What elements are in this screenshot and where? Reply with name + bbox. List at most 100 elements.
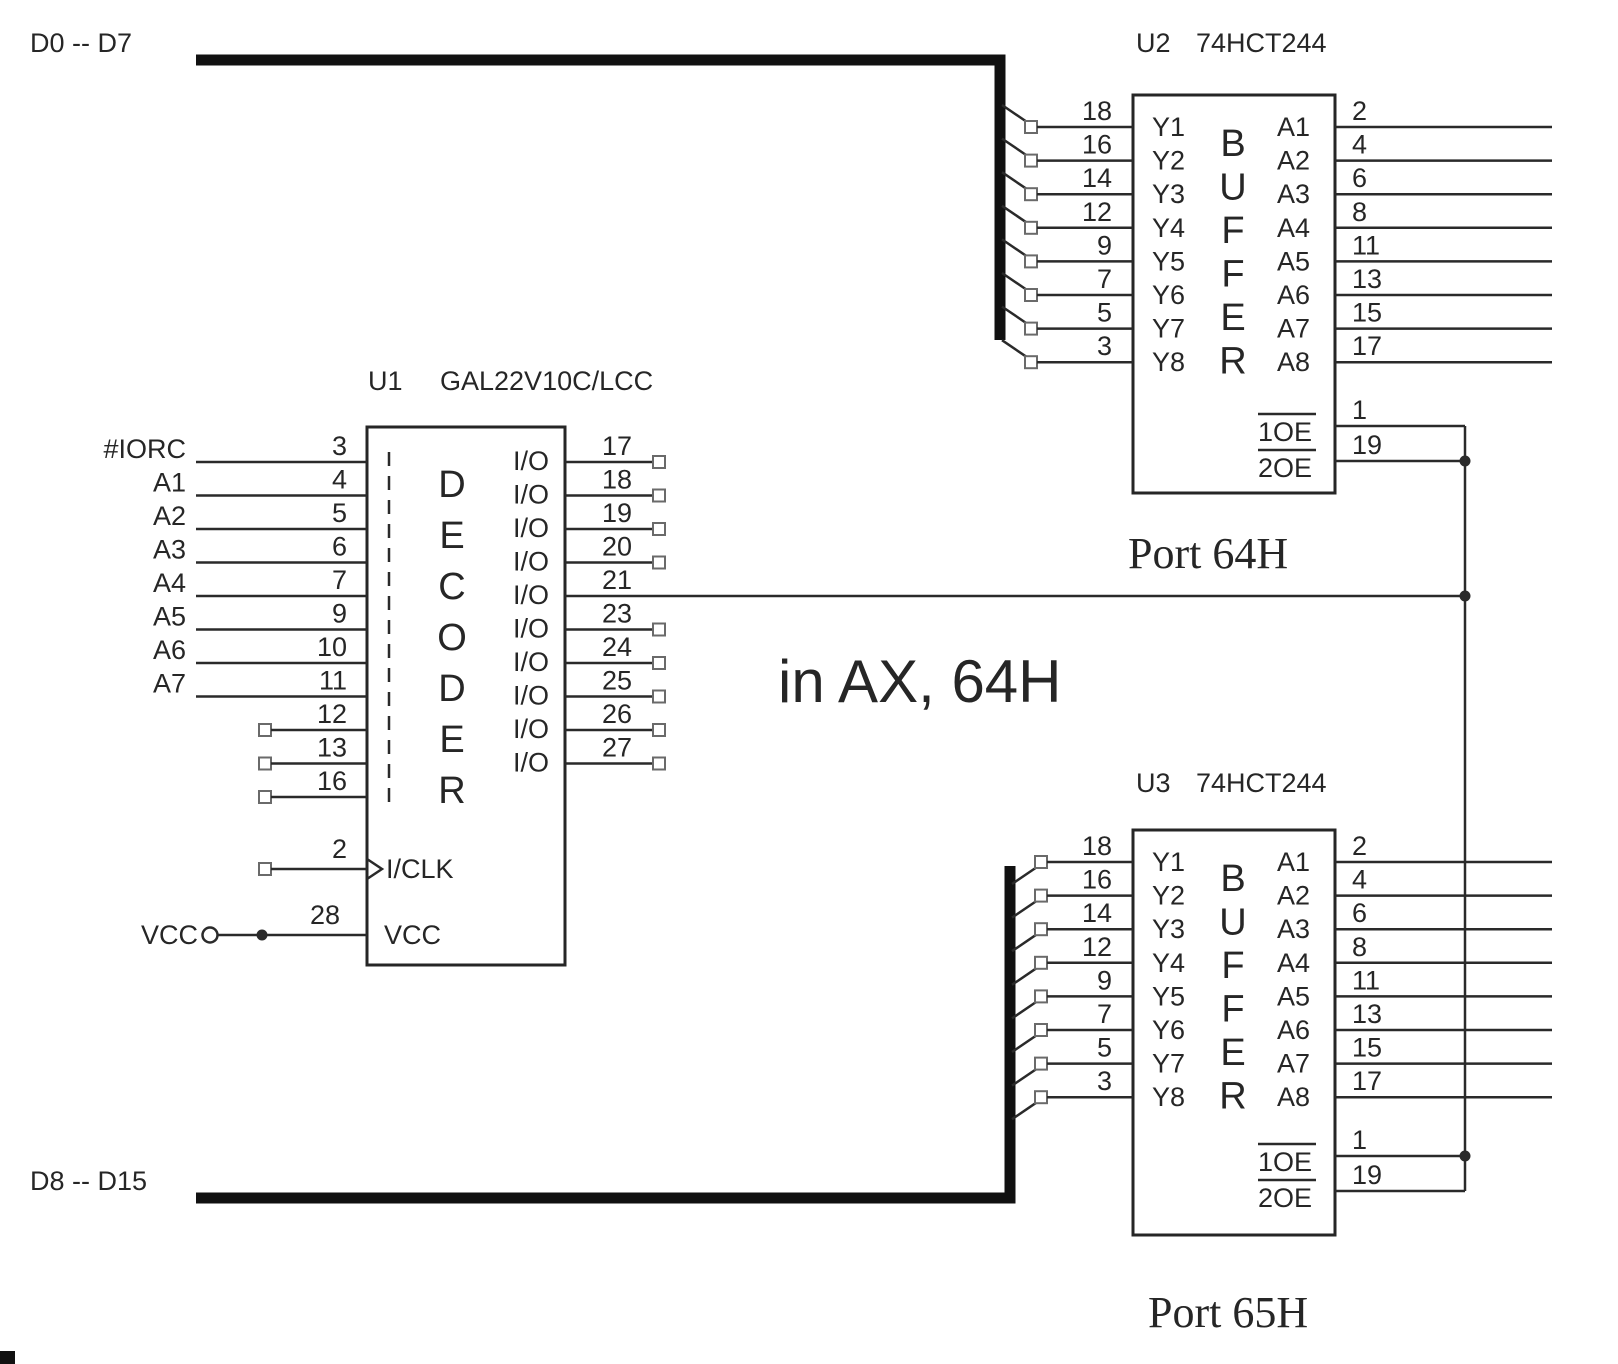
u3-input-label: Y2 <box>1152 881 1185 911</box>
u3-input-pin-number: 12 <box>1082 932 1112 962</box>
u2-output-label: A7 <box>1277 314 1310 344</box>
u3-oe1-pin-number: 1 <box>1352 1125 1367 1155</box>
u2-bus-tap-terminal <box>1024 288 1038 302</box>
screenshot-artifact <box>0 1351 15 1364</box>
u2-input-label: Y4 <box>1152 213 1185 243</box>
u1-io-label: I/O <box>513 580 549 610</box>
u3-function-letter: F <box>1221 945 1244 987</box>
u2-output-pin-number: 15 <box>1352 298 1382 328</box>
u1-function-letter: D <box>438 668 465 710</box>
u1-io-label: I/O <box>513 647 549 677</box>
u1-io-pin-number: 23 <box>602 599 632 629</box>
u3-output-pin-number: 4 <box>1352 865 1367 895</box>
u1-input-pin-number: 11 <box>319 666 347 696</box>
u2-oe2-pin-number: 19 <box>1352 430 1382 460</box>
u2-input-label: Y7 <box>1152 314 1185 344</box>
u1-vcc-net-label: VCC <box>141 920 198 950</box>
u1-input-label: A6 <box>153 635 186 665</box>
u2-output-label: A6 <box>1277 280 1310 310</box>
u1-io-terminal <box>652 656 666 670</box>
u1-nc-terminal <box>258 790 272 804</box>
u1-input-label: A3 <box>153 535 186 565</box>
u3-part: 74HCT244 <box>1196 768 1327 798</box>
u1-io-pin-number: 27 <box>602 733 632 763</box>
u1-io-terminal <box>652 756 666 771</box>
u3-input-label: Y4 <box>1152 948 1185 978</box>
u2-part: 74HCT244 <box>1196 28 1327 58</box>
u2-output-label: A2 <box>1277 146 1310 176</box>
u3-output-pin-number: 6 <box>1352 898 1367 928</box>
u1-io-label: I/O <box>513 681 549 711</box>
data-bus-d8-d15 <box>196 866 1016 1204</box>
u2-function-letter: U <box>1219 167 1246 209</box>
u2-bus-tap-wire <box>1001 271 1028 292</box>
u1-nc-terminal <box>258 756 272 771</box>
u2-input-pin-number: 18 <box>1082 96 1112 126</box>
u1-input-label: A7 <box>153 669 186 699</box>
u3-input-label: Y3 <box>1152 914 1185 944</box>
u3-input-label: Y1 <box>1152 847 1185 877</box>
u1-io-terminal <box>652 723 666 737</box>
u3-oe2-pin-number: 19 <box>1352 1160 1382 1190</box>
u2-bus-tap-wire <box>1001 339 1028 359</box>
u3-bus-tap-wire <box>1011 1101 1038 1121</box>
u2-bus-tap-wire <box>1001 171 1028 191</box>
u2-output-pin-number: 4 <box>1352 130 1367 160</box>
u3-bus-tap-wire <box>1011 1000 1038 1020</box>
u2-input-label: Y2 <box>1152 146 1185 176</box>
u3-input-pin-number: 14 <box>1082 898 1112 928</box>
u1-io-label: I/O <box>513 614 549 644</box>
u1-io-terminal <box>652 689 666 704</box>
u1-io-terminal <box>652 555 666 570</box>
u3-output-label: A8 <box>1277 1082 1310 1112</box>
u3-input-label: Y7 <box>1152 1049 1185 1079</box>
u3-input-label: Y5 <box>1152 981 1185 1011</box>
u1-input-pin-number: 3 <box>332 431 347 461</box>
data-bus-d0-d7 <box>196 54 1006 340</box>
u1-clk-terminal <box>258 862 272 876</box>
u3-output-label: A2 <box>1277 881 1310 911</box>
u3-bus-tap-terminal <box>1034 1023 1048 1037</box>
u3-input-label: Y6 <box>1152 1015 1185 1045</box>
u2-input-pin-number: 3 <box>1097 331 1112 361</box>
u1-clock-triangle-icon <box>366 857 385 881</box>
u3-oe1-label: 1OE <box>1258 1147 1312 1177</box>
u2-input-pin-number: 16 <box>1082 130 1112 160</box>
u2-bus-tap-wire <box>1001 305 1028 325</box>
bus-label-d0-d7: D0 -- D7 <box>30 28 132 58</box>
u2-oe2-label: 2OE <box>1258 453 1312 483</box>
u3-input-pin-number: 3 <box>1097 1066 1112 1096</box>
port-65h-label: Port 65H <box>1148 1288 1308 1337</box>
u2-oe1-pin-number: 1 <box>1352 395 1367 425</box>
u2-bus-tap-terminal <box>1024 120 1038 134</box>
u1-vcc-inner-label: VCC <box>384 920 441 950</box>
u3-function-letter: B <box>1220 858 1245 900</box>
u1-input-label: #IORC <box>103 434 186 464</box>
u2-output-pin-number: 6 <box>1352 163 1367 193</box>
u3-bus-tap-wire <box>1011 933 1038 953</box>
u3-output-pin-number: 11 <box>1352 965 1380 995</box>
u1-input-pin-number: 5 <box>332 498 347 528</box>
u2-output-label: A5 <box>1277 246 1310 276</box>
u3-output-pin-number: 13 <box>1352 999 1382 1029</box>
u1-ref: U1 <box>368 366 403 396</box>
u1-input-pin-number: 4 <box>332 465 347 495</box>
u1-clk-inner-label: I/CLK <box>386 854 454 884</box>
u1-io-label: I/O <box>513 748 549 778</box>
u3-input-pin-number: 7 <box>1097 999 1112 1029</box>
u1-input-pin-number: 7 <box>332 565 347 595</box>
u1-io-terminal <box>652 622 666 637</box>
u3-input-pin-number: 16 <box>1082 865 1112 895</box>
u1-input-label: A1 <box>153 468 186 498</box>
u2-input-pin-number: 12 <box>1082 197 1112 227</box>
u2-output-pin-number: 2 <box>1352 96 1367 126</box>
u2-input-label: Y6 <box>1152 280 1185 310</box>
u1-vcc-terminal-circle <box>201 926 219 944</box>
u3-output-pin-number: 17 <box>1352 1066 1382 1096</box>
u1-nc-pin-number: 16 <box>317 766 347 796</box>
u3-output-label: A3 <box>1277 914 1310 944</box>
u3-bus-tap-terminal <box>1034 955 1048 970</box>
u1-io-pin-number: 25 <box>602 666 632 696</box>
u3-input-pin-number: 5 <box>1097 1033 1112 1063</box>
u3-output-pin-number: 15 <box>1352 1033 1382 1063</box>
